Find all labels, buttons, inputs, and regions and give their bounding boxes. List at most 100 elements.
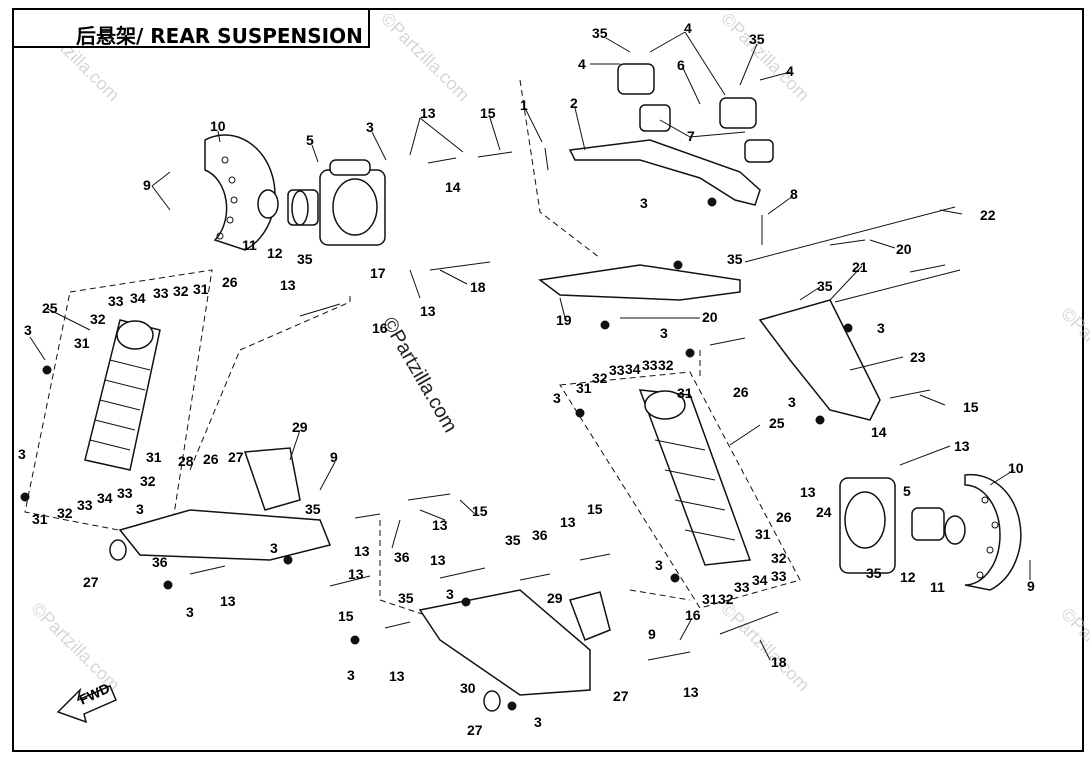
callout-32: 32 <box>718 591 734 607</box>
right-bearing <box>911 507 945 541</box>
dashed-outlines <box>24 79 801 621</box>
bolt <box>407 493 451 501</box>
callout-4: 4 <box>578 56 586 72</box>
center-watermark: ©Partzilla.com <box>378 314 462 437</box>
callout-32: 32 <box>57 505 73 521</box>
bolt <box>429 261 491 271</box>
callout-13: 13 <box>280 277 296 293</box>
callout-10: 10 <box>1008 460 1024 476</box>
callout-12: 12 <box>900 569 916 585</box>
bolt <box>439 567 486 579</box>
callout-32: 32 <box>771 550 787 566</box>
callout-20: 20 <box>896 241 912 257</box>
bracket <box>719 97 757 129</box>
callout-30: 30 <box>460 680 476 696</box>
callout-32: 32 <box>140 473 156 489</box>
left-brake-disc <box>204 134 276 251</box>
callout-27: 27 <box>83 574 99 590</box>
right-shock <box>638 389 752 566</box>
callout-35: 35 <box>305 501 321 517</box>
watermark-text: ©Partzilla.com <box>1057 604 1090 700</box>
callout-13: 13 <box>800 484 816 500</box>
callout-13: 13 <box>430 552 446 568</box>
callout-15: 15 <box>587 501 603 517</box>
fwd-arrow: FWD <box>56 680 117 724</box>
callout-36: 36 <box>532 527 548 543</box>
callout-33: 33 <box>153 285 169 301</box>
callout-32: 32 <box>592 370 608 386</box>
callout-3: 3 <box>366 119 374 135</box>
pivot-tube <box>709 337 746 346</box>
bushing <box>744 139 774 163</box>
bushing <box>109 539 127 561</box>
callout-25: 25 <box>769 415 785 431</box>
left-snap-ring <box>257 189 279 219</box>
callout-18: 18 <box>470 279 486 295</box>
callout-26: 26 <box>222 274 238 290</box>
callout-10: 10 <box>210 118 226 134</box>
callout-9: 9 <box>143 177 151 193</box>
bolt <box>889 389 931 399</box>
callout-35: 35 <box>592 25 608 41</box>
callout-13: 13 <box>354 543 370 559</box>
leader-lines <box>29 31 1031 661</box>
callout-3: 3 <box>24 322 32 338</box>
callout-35: 35 <box>505 532 521 548</box>
callout-13: 13 <box>683 684 699 700</box>
nuts <box>20 197 853 711</box>
callout-36: 36 <box>394 549 410 565</box>
callout-32: 32 <box>658 357 674 373</box>
callout-33: 33 <box>117 485 133 501</box>
skid-plate-right <box>569 591 611 641</box>
callout-4: 4 <box>786 63 794 79</box>
callout-3: 3 <box>660 325 668 341</box>
watermark-text: ©Partzilla.com <box>717 599 813 695</box>
callout-9: 9 <box>1027 578 1035 594</box>
callout-15: 15 <box>338 608 354 624</box>
long-bolt <box>744 206 956 263</box>
callout-15: 15 <box>480 105 496 121</box>
callout-9: 9 <box>330 449 338 465</box>
callout-3: 3 <box>788 394 796 410</box>
callout-24: 24 <box>816 504 832 520</box>
callout-31: 31 <box>146 449 162 465</box>
upper-a-arm-right <box>758 299 881 421</box>
callout-26: 26 <box>203 451 219 467</box>
callout-27: 27 <box>467 722 483 738</box>
callout-35: 35 <box>866 565 882 581</box>
link-rod <box>544 147 549 171</box>
callout-3: 3 <box>553 390 561 406</box>
watermark-text: ©Partzilla.com <box>377 9 473 105</box>
callout-17: 17 <box>370 265 386 281</box>
callout-23: 23 <box>910 349 926 365</box>
callout-31: 31 <box>32 511 48 527</box>
callout-9: 9 <box>648 626 656 642</box>
callout-13: 13 <box>420 303 436 319</box>
callout-3: 3 <box>640 195 648 211</box>
right-knuckle <box>839 477 896 574</box>
callout-15: 15 <box>472 503 488 519</box>
callout-4: 4 <box>684 20 692 36</box>
callout-13: 13 <box>432 517 448 533</box>
callout-26: 26 <box>776 509 792 525</box>
callout-16: 16 <box>372 320 388 336</box>
callout-32: 32 <box>173 283 189 299</box>
sleeve <box>519 573 551 581</box>
watermark-text: ©Partzilla.com <box>1057 304 1090 400</box>
skid-plate-left <box>243 447 301 511</box>
callout-3: 3 <box>136 501 144 517</box>
right-brake-disc <box>964 473 1022 591</box>
callout-3: 3 <box>534 714 542 730</box>
callout-33: 33 <box>771 568 787 584</box>
pivot-tube <box>829 239 866 246</box>
callout-5: 5 <box>903 483 911 499</box>
title-box: 后悬架/ REAR SUSPENSION <box>12 8 370 48</box>
callout-31: 31 <box>74 335 90 351</box>
pivot-tube <box>909 264 946 273</box>
callout-18: 18 <box>771 654 787 670</box>
right-snap-ring <box>944 515 966 545</box>
callout-13: 13 <box>220 593 236 609</box>
sleeve <box>427 157 457 164</box>
callout-31: 31 <box>677 385 693 401</box>
